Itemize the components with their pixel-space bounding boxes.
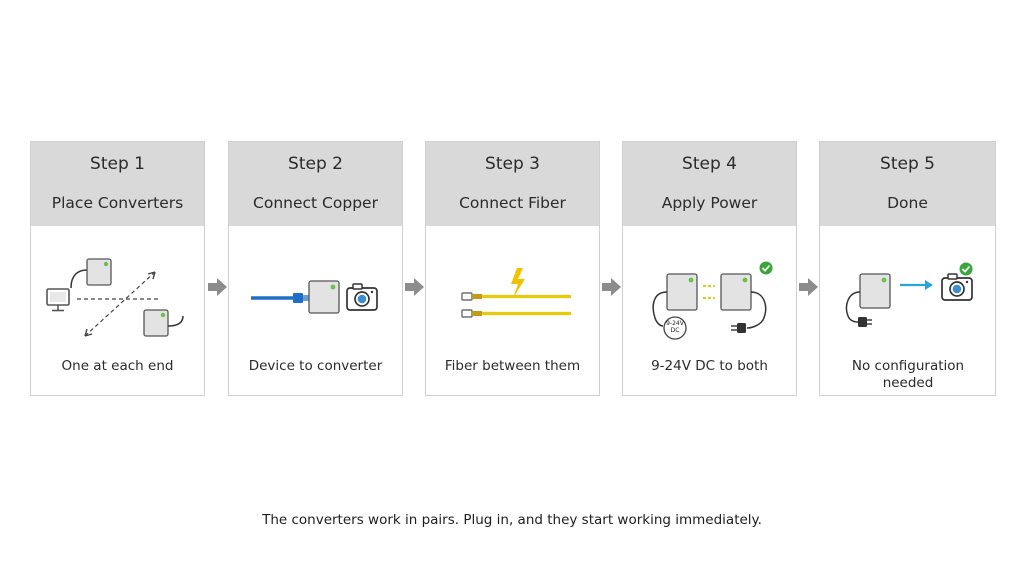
- arrow-right-icon: [900, 280, 933, 290]
- step-card-1: Step 1 Place Converters: [30, 141, 205, 396]
- step-title-2: Connect Copper: [253, 194, 378, 212]
- arrow-right-icon: [405, 278, 424, 296]
- monitor-icon: [46, 288, 70, 312]
- step-number-4: Step 4: [682, 154, 737, 174]
- step-number-3: Step 3: [485, 154, 540, 174]
- step-caption-1: One at each end: [61, 358, 174, 374]
- camera-icon: [346, 283, 378, 311]
- step-header-1: [31, 142, 204, 226]
- lightning-icon: [511, 268, 525, 298]
- converter-icon: [859, 273, 891, 309]
- step-title-5: Done: [887, 194, 928, 212]
- step-illustration-1: [31, 226, 204, 346]
- step-header-3: [426, 142, 599, 226]
- arrow-right-icon: [602, 278, 621, 296]
- step-title-1: Place Converters: [51, 194, 184, 212]
- power-plug-icon: [858, 317, 872, 327]
- step-caption-2: Device to converter: [248, 358, 383, 374]
- step-illustration-4: [623, 226, 796, 346]
- step-card-4: Step 4 Apply Power: [622, 141, 797, 396]
- step-header-2: [229, 142, 402, 226]
- converter-icon: [720, 273, 752, 311]
- step-number-2: Step 2: [288, 154, 343, 174]
- check-icon: [959, 262, 973, 276]
- power-plug-icon: [731, 323, 746, 333]
- step-caption-5: No configuration needed: [851, 358, 965, 391]
- converter-icon: [86, 258, 112, 286]
- step-number-5: Step 5: [880, 154, 935, 174]
- power-label: 9-24V DC: [666, 320, 684, 334]
- step-card-3: Step 3 Connect Fiber Fiber between them: [425, 141, 600, 396]
- camera-icon: [941, 273, 973, 301]
- step-card-2: Step 2 Connect Copper: [228, 141, 403, 396]
- arrow-right-icon: [208, 278, 227, 296]
- step-header-5: [820, 142, 995, 226]
- step-caption-4: 9-24V DC to both: [651, 358, 768, 374]
- arrow-right-icon: [799, 278, 818, 296]
- step-illustration-5: [820, 226, 995, 346]
- converter-icon: [143, 309, 169, 337]
- step-illustration-3: [426, 226, 599, 346]
- step-header-4: [623, 142, 796, 226]
- converter-icon: [308, 280, 340, 314]
- step-title-3: Connect Fiber: [459, 194, 566, 212]
- step-card-5: Step 5 Done: [819, 141, 996, 396]
- step-title-4: Apply Power: [661, 194, 758, 212]
- converter-icon: [666, 273, 698, 311]
- step-illustration-2: [229, 226, 402, 346]
- footer-note: The converters work in pairs. Plug in, a…: [262, 512, 762, 528]
- step-caption-3: Fiber between them: [444, 358, 581, 374]
- check-icon: [759, 261, 773, 275]
- step-number-1: Step 1: [90, 154, 145, 174]
